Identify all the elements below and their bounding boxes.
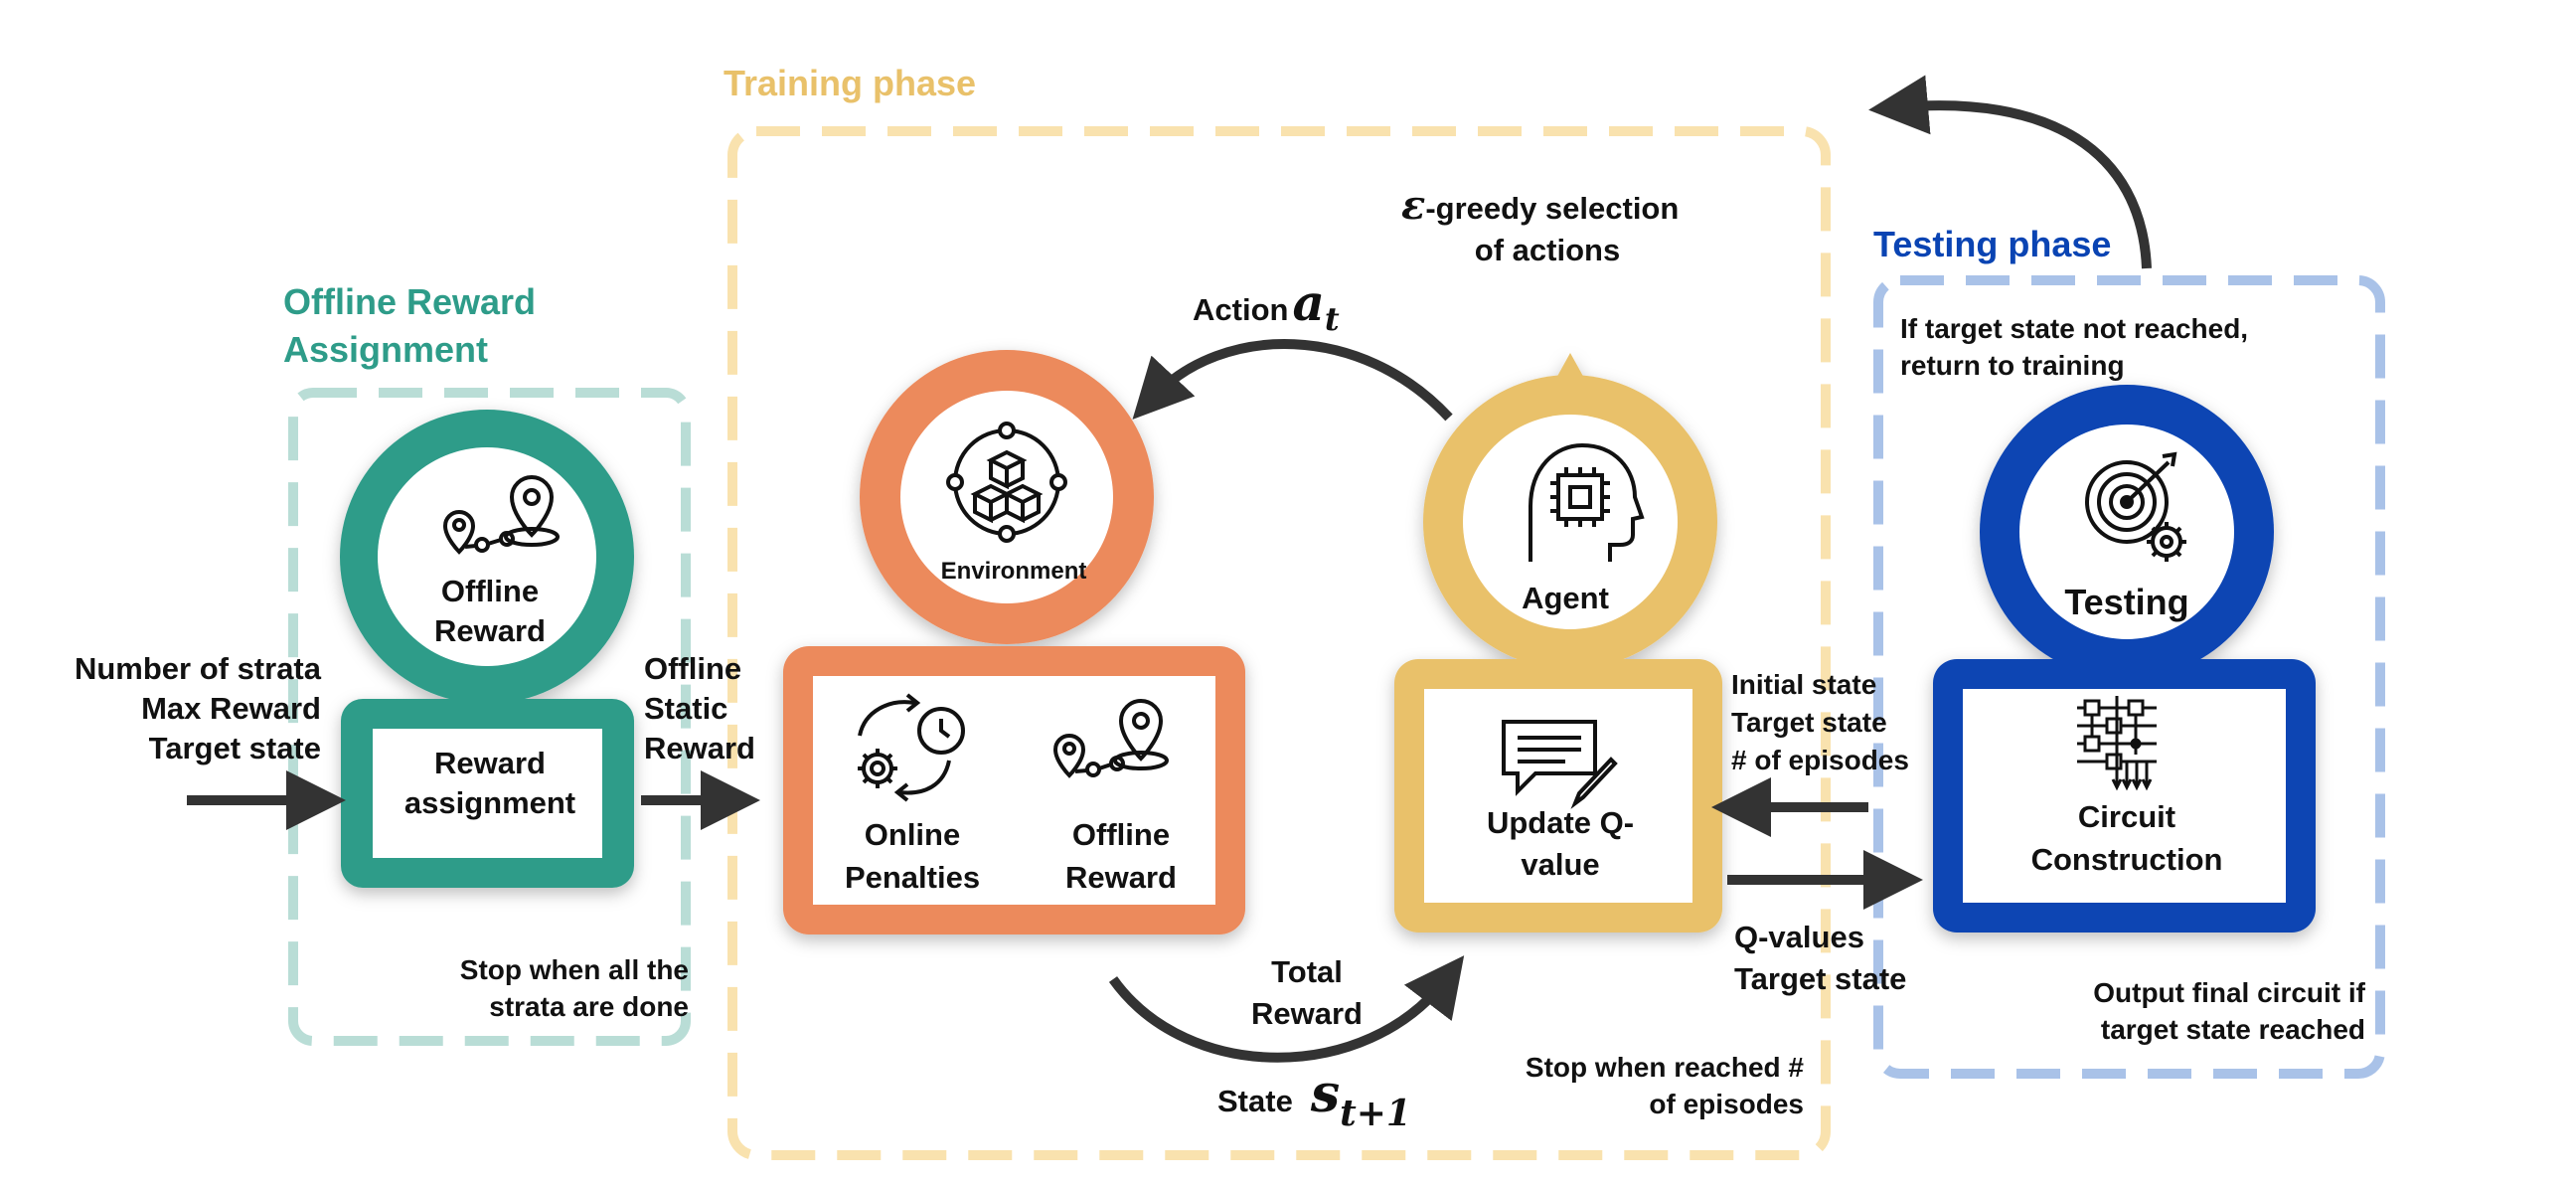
agent-node [1394, 353, 1722, 933]
document-pen-icon [1502, 720, 1618, 809]
testing-phase-frame [1873, 275, 2385, 1079]
offline-phase-frame [288, 388, 691, 1046]
offline-reward-circle-label-2: Reward [434, 613, 546, 648]
environment-label: Environment [941, 558, 1087, 585]
epsilon-greedy-label: ε-greedy selection [1401, 182, 1679, 229]
quantum-circuit-icon [2077, 696, 2157, 791]
reward-assignment-label: Reward [434, 746, 546, 780]
q-values-label: Q-values [1734, 920, 1864, 954]
offline-reward-circle-label: Offline [441, 574, 539, 608]
if-target-note: If target state not reached, [1900, 313, 2248, 344]
output-final-note: Output final circuit if [2093, 977, 2365, 1008]
route-pins-icon [1052, 698, 1169, 778]
agent-label: Agent [1522, 581, 1609, 615]
route-pins-icon [442, 474, 560, 555]
update-q-label: Update Q- [1487, 805, 1634, 840]
stop-episodes-note-2: of episodes [1649, 1089, 1804, 1119]
initial-state-label-3: # of episodes [1731, 745, 1909, 775]
offline-phase-title-2: Assignment [283, 329, 488, 370]
action-arrow [1132, 339, 1453, 422]
initial-state-label: Initial state [1731, 669, 1876, 700]
offline-phase-title: Offline Reward [283, 281, 536, 322]
action-label: Actionat [1193, 273, 1340, 338]
offline-reward-box-label: Offline [1072, 817, 1170, 852]
epsilon-greedy-label-2: of actions [1475, 233, 1620, 267]
head-chip-icon [1529, 442, 1645, 562]
input-target-state: Target state [149, 731, 321, 765]
q-values-label-2: Target state [1734, 961, 1906, 996]
online-penalties-label-2: Penalties [845, 860, 980, 895]
offline-reward-node [340, 410, 634, 888]
offline-reward-box-label-2: Reward [1065, 860, 1177, 895]
circuit-label: Circuit [2078, 799, 2175, 834]
cycle-clock-gear-icon [858, 693, 965, 802]
offline-static-label-3: Reward [644, 731, 755, 765]
stop-strata-note: Stop when all the [460, 954, 689, 985]
offline-static-label-2: Static [644, 691, 727, 726]
update-q-label-2: value [1521, 847, 1599, 882]
cubes-network-icon [946, 422, 1067, 543]
stop-episodes-note: Stop when reached # [1526, 1052, 1804, 1083]
reward-assignment-label-2: assignment [404, 785, 575, 820]
testing-phase-title: Testing phase [1873, 224, 2111, 264]
input-number-of-strata: Number of strata [75, 651, 322, 686]
input-max-reward: Max Reward [141, 691, 321, 726]
return-to-training-arrow [1868, 75, 2152, 269]
testing-label: Testing [2064, 582, 2188, 622]
target-gear-icon [2085, 451, 2186, 562]
stop-strata-note-2: strata are done [489, 991, 689, 1022]
environment-node [783, 350, 1245, 934]
if-target-note-2: return to training [1900, 350, 2125, 381]
initial-state-label-2: Target state [1731, 707, 1887, 738]
circuit-label-2: Construction [2031, 842, 2223, 877]
state-reward-arrow [1108, 955, 1465, 1063]
offline-static-label: Offline [644, 651, 741, 686]
training-phase-title: Training phase [724, 63, 976, 103]
total-reward-label-2: Reward [1251, 996, 1363, 1031]
total-reward-label: Total [1271, 954, 1343, 989]
output-final-note-2: target state reached [2101, 1014, 2365, 1045]
online-penalties-label: Online [865, 817, 960, 852]
